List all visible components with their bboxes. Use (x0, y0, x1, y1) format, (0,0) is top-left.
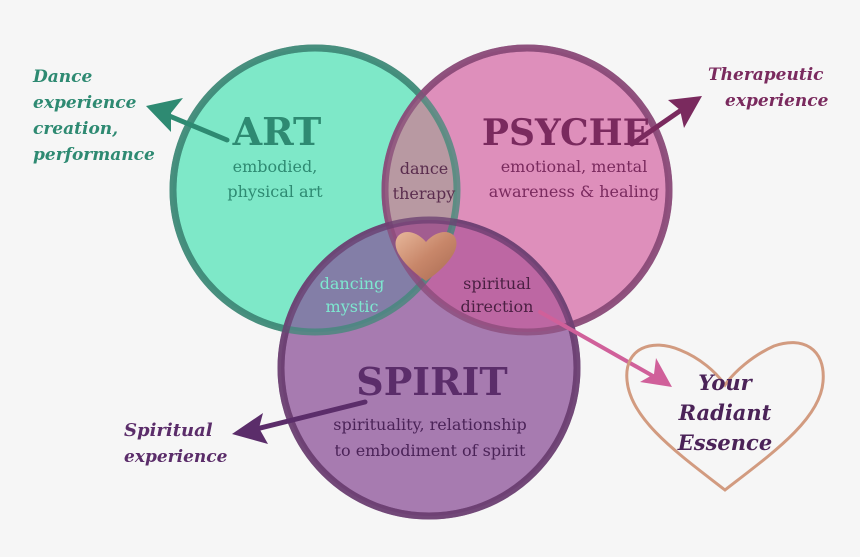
art-spirit-label-2: mystic (326, 297, 379, 316)
psyche-subtitle-1: emotional, mental (501, 157, 648, 176)
psyche-subtitle-2: awareness & healing (489, 182, 660, 201)
art-subtitle-2: physical art (227, 182, 323, 201)
psyche-spirit-overlap (385, 220, 577, 332)
art-title: ART (232, 109, 322, 154)
spirit-outcome-2: experience (124, 447, 228, 467)
center-outcome-2: Radiant (678, 400, 772, 425)
psyche-outline (381, 44, 673, 336)
art-psyche-label-2: therapy (393, 184, 456, 203)
spirit-arrow-icon (232, 399, 368, 444)
spirit-subtitle-2: to embodiment of spirit (335, 441, 526, 460)
spirit-title: SPIRIT (356, 359, 507, 404)
spirit-subtitle-1: spirituality, relationship (333, 415, 527, 434)
center-arrow-icon (538, 310, 672, 387)
psyche-spirit-label-1: spiritual (463, 274, 531, 293)
center-outcome-1: Your (698, 370, 753, 395)
art-outcome-2: experience (33, 93, 137, 113)
psyche-title: PSYCHE (482, 112, 650, 154)
art-outcome-3: creation, (33, 119, 118, 139)
art-subtitle-1: embodied, (233, 157, 318, 176)
psyche-arrow-icon (629, 96, 702, 147)
psyche-outcome-2: experience (725, 91, 829, 111)
art-outcome-1: Dance (32, 67, 92, 87)
psyche-spirit-label-2: direction (461, 297, 534, 316)
essence-heart-outline-icon (625, 341, 825, 492)
art-spirit-overlap (281, 220, 457, 332)
art-outline (169, 44, 461, 336)
center-outcome-3: Essence (677, 430, 772, 455)
spirit-outcome-1: Spiritual (124, 420, 213, 441)
spirit-outline (277, 216, 581, 520)
art-spirit-label-1: dancing (320, 274, 385, 293)
art-outcome-4: performance (33, 145, 155, 165)
art-psyche-label-1: dance (400, 159, 449, 178)
art-arrow-icon (146, 98, 230, 143)
center-heart-icon (395, 232, 457, 281)
psyche-outcome-1: Therapeutic (708, 65, 824, 85)
